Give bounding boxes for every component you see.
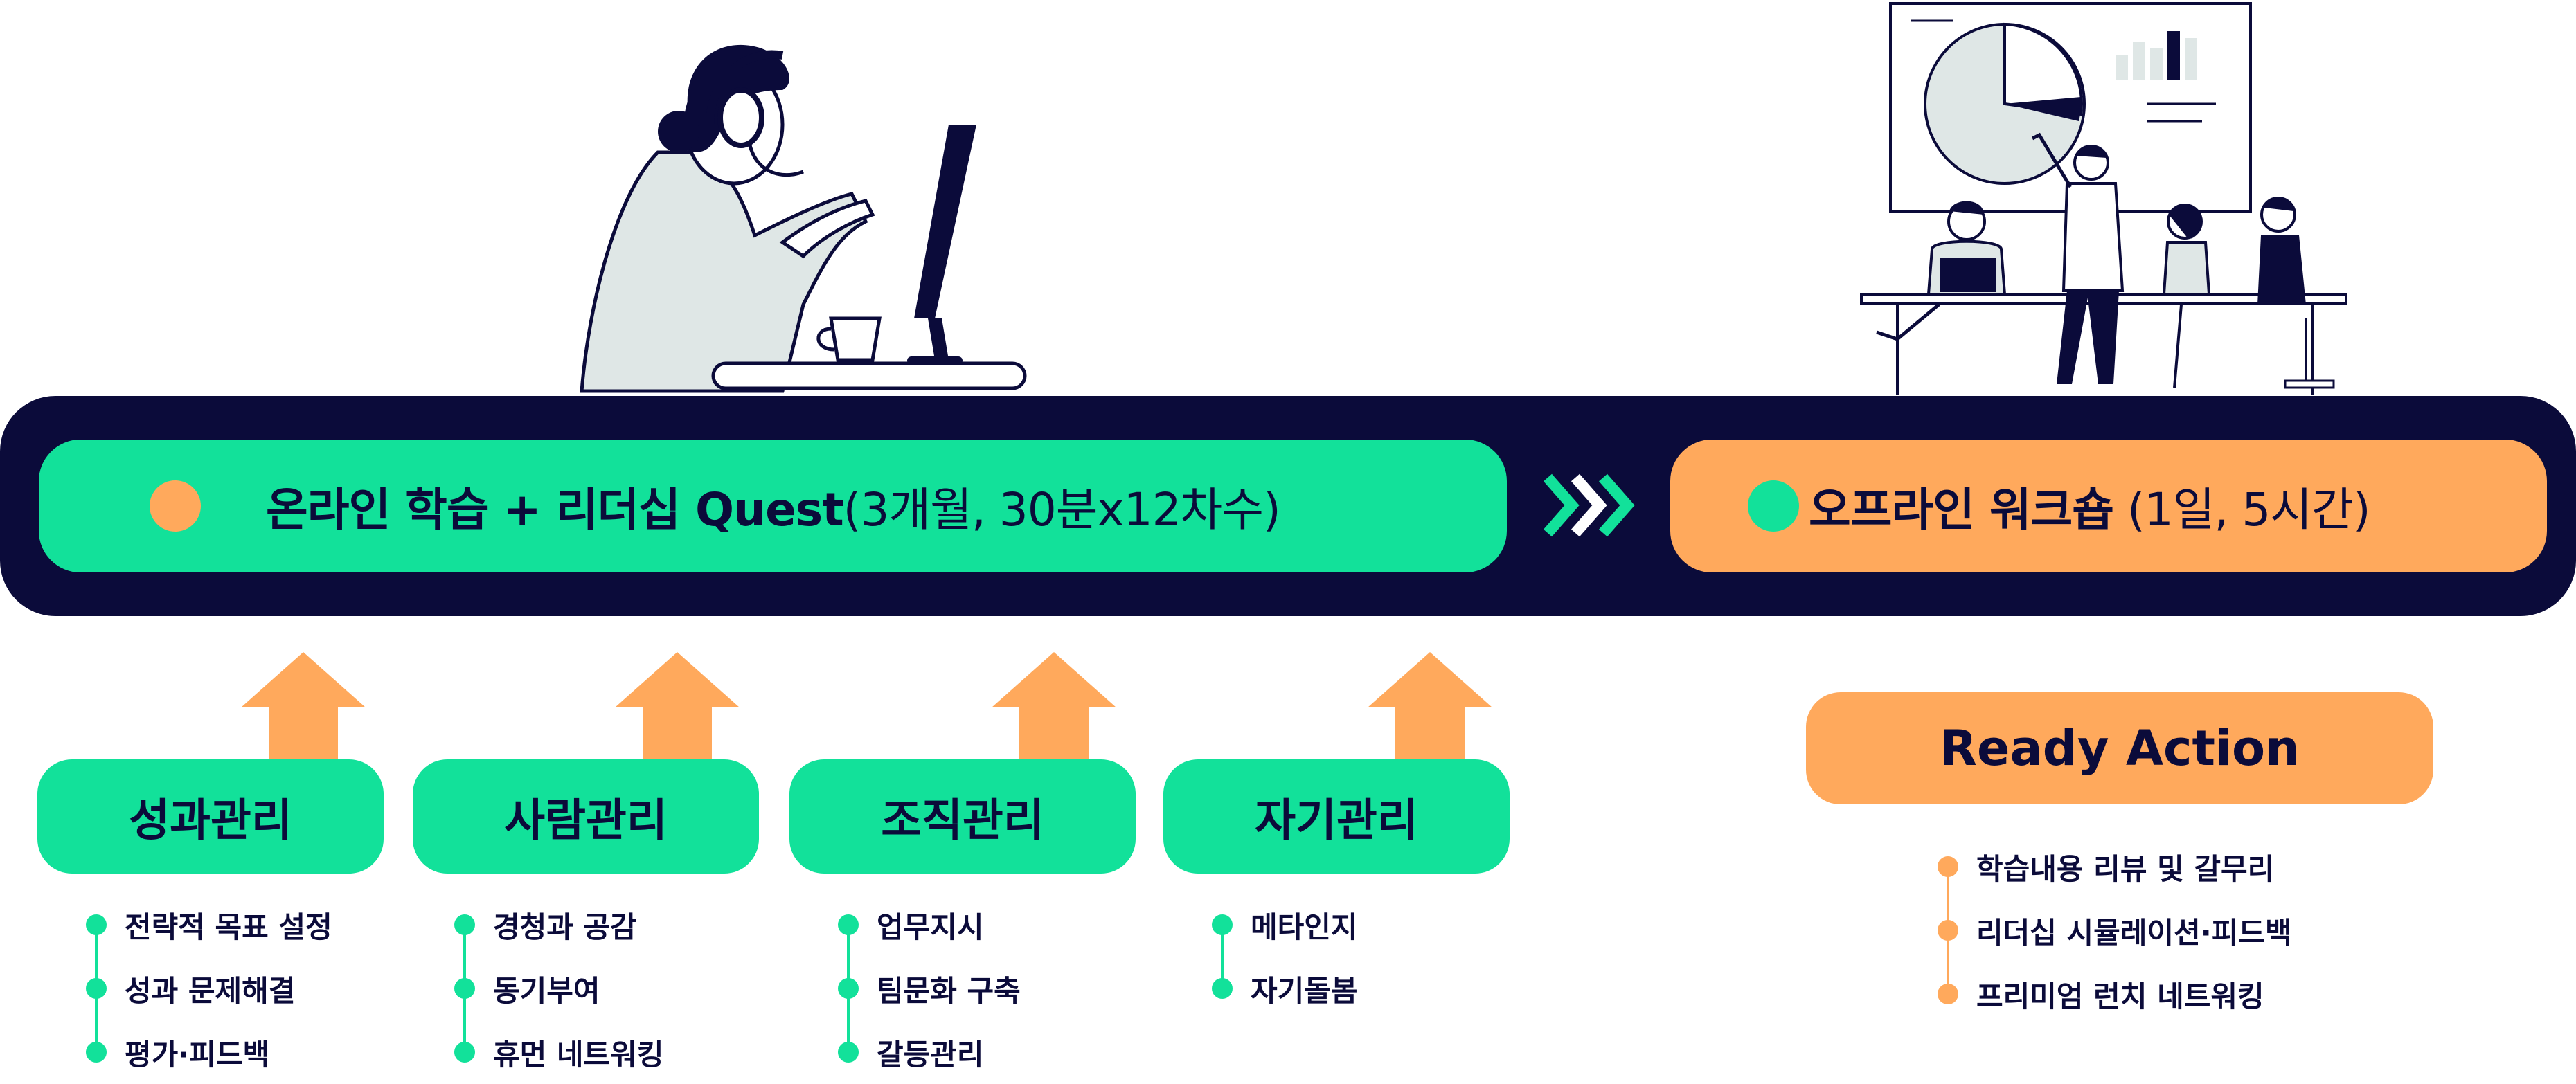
up-arrow-icon bbox=[615, 652, 740, 763]
category-self-management: 자기관리 bbox=[1163, 759, 1510, 874]
organization-items-list: 업무지시 팀문화 구축 갈등관리 bbox=[838, 893, 1021, 1084]
offline-workshop-label: 오프라인 워크숍 (1일, 5시간) bbox=[1809, 483, 2371, 536]
list-item: 성과 문제해결 bbox=[86, 957, 332, 1020]
list-item: 업무지시 bbox=[838, 893, 1021, 957]
people-items-list: 경청과 공감 동기부여 휴먼 네트워킹 bbox=[454, 893, 663, 1084]
list-item: 리더십 시뮬레이션·피드백 bbox=[1938, 898, 2292, 962]
offline-workshop-pill: 오프라인 워크숍 (1일, 5시간) bbox=[1670, 440, 2547, 572]
list-item: 평가·피드백 bbox=[86, 1020, 332, 1084]
list-item: 전략적 목표 설정 bbox=[86, 893, 332, 957]
online-learning-label: 온라인 학습 + 리더십 Quest(3개월, 30분x12차수) bbox=[266, 483, 1281, 536]
list-item: 프리미엄 런치 네트워킹 bbox=[1938, 962, 2292, 1026]
up-arrow-icon bbox=[1368, 652, 1492, 763]
workshop-meeting-illustration bbox=[1860, 2, 2347, 395]
category-organization-management: 조직관리 bbox=[789, 759, 1136, 874]
list-item: 경청과 공감 bbox=[454, 893, 663, 957]
category-people-management: 사람관리 bbox=[413, 759, 759, 874]
self-items-list: 메타인지 자기돌봄 bbox=[1212, 893, 1358, 1020]
ready-action-box: Ready Action bbox=[1806, 692, 2433, 804]
offline-dot-icon bbox=[1748, 480, 1799, 532]
list-item: 휴먼 네트워킹 bbox=[454, 1020, 663, 1084]
list-item: 학습내용 리뷰 및 갈무리 bbox=[1938, 835, 2292, 898]
up-arrow-icon bbox=[992, 652, 1116, 763]
performance-items-list: 전략적 목표 설정 성과 문제해결 평가·피드백 bbox=[86, 893, 332, 1084]
online-learning-pill: 온라인 학습 + 리더십 Quest(3개월, 30분x12차수) bbox=[39, 440, 1507, 572]
online-learner-illustration bbox=[580, 44, 1027, 393]
list-item: 팀문화 구축 bbox=[838, 957, 1021, 1020]
list-item: 동기부여 bbox=[454, 957, 663, 1020]
list-item: 갈등관리 bbox=[838, 1020, 1021, 1084]
ready-action-items-list: 학습내용 리뷰 및 갈무리 리더십 시뮬레이션·피드백 프리미엄 런치 네트워킹 bbox=[1938, 835, 2292, 1026]
up-arrow-icon bbox=[241, 652, 366, 763]
online-dot-icon bbox=[150, 480, 201, 532]
triple-chevron-icon bbox=[1543, 473, 1635, 537]
category-performance-management: 성과관리 bbox=[37, 759, 384, 874]
list-item: 자기돌봄 bbox=[1212, 957, 1358, 1020]
list-item: 메타인지 bbox=[1212, 893, 1358, 957]
